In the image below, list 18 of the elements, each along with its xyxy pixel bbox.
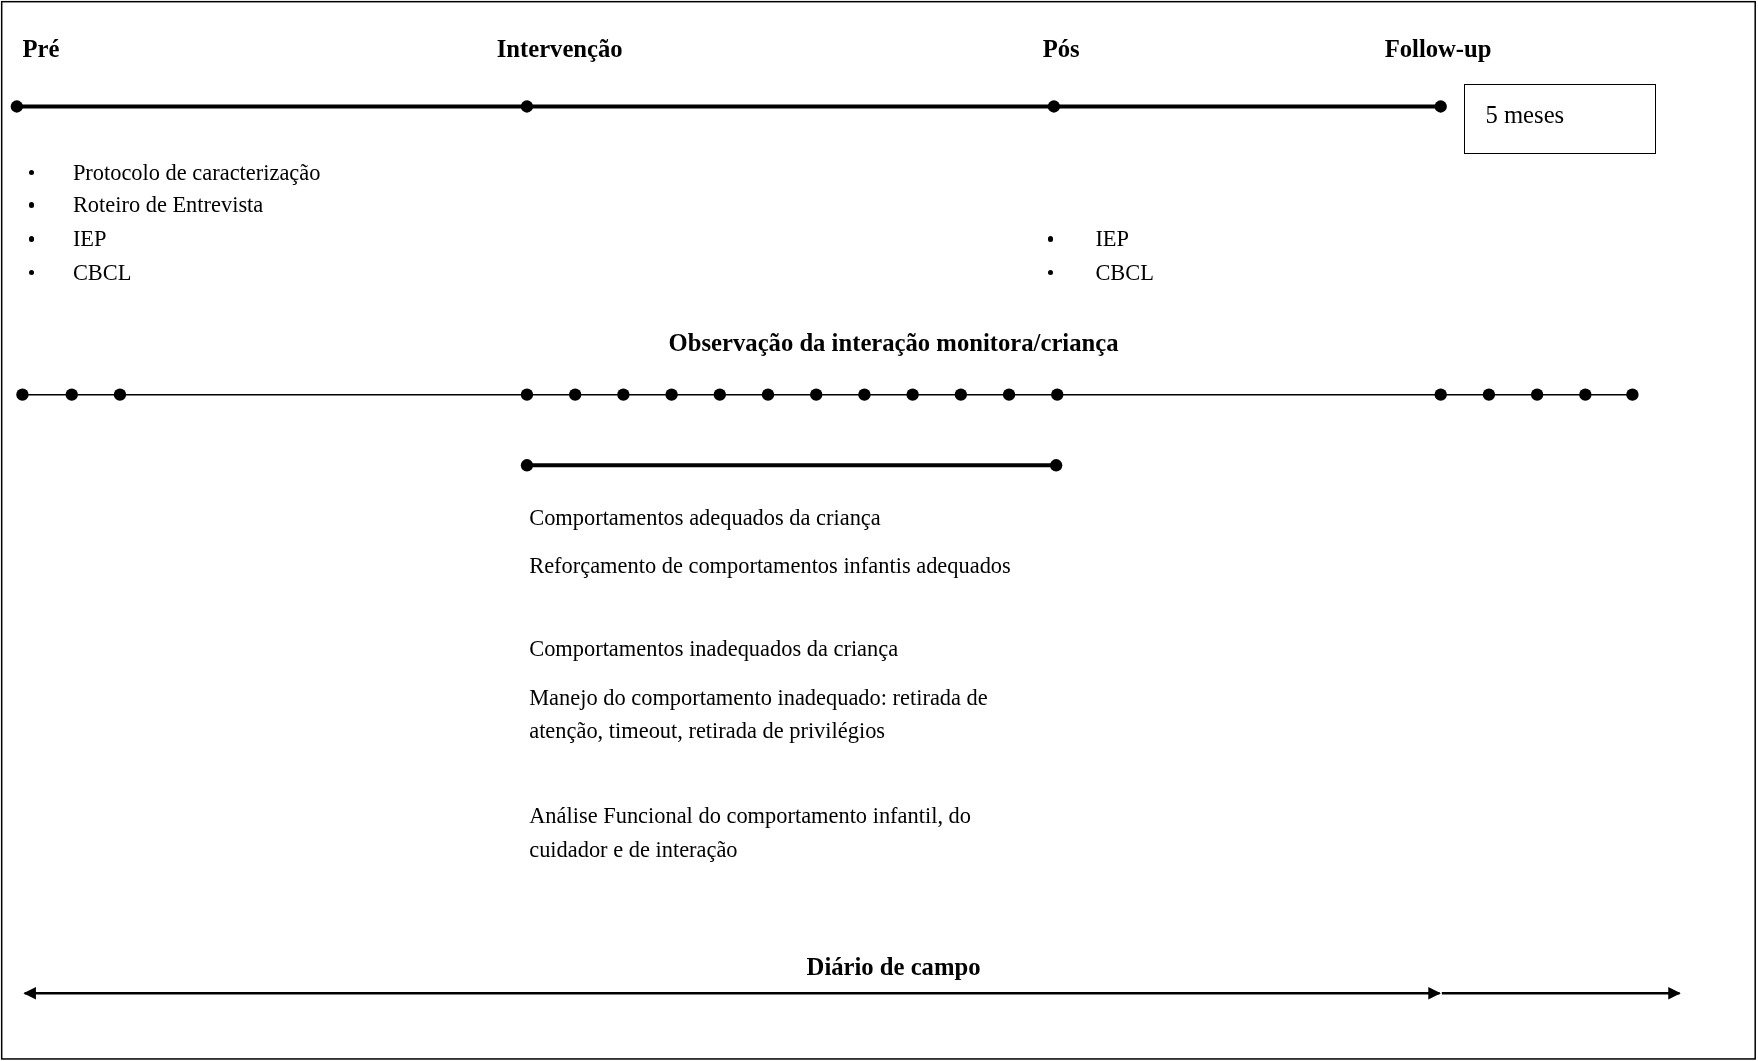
section-heading: Observação da interação monitora/criança [668,328,1119,359]
list-item: CBCL [72,258,132,287]
category-text: Comportamentos adequados da criança [529,504,882,533]
category-text: Reforçamento de comportamentos infantis adequados [529,552,1012,581]
list-item: IEP [1095,225,1129,253]
duration-box: 5 meses [1464,84,1656,154]
phase-heading: Pós [1042,33,1080,64]
section-heading: Diário de campo [806,951,981,982]
category-text: Manejo do comportamento inadequado: retirada de atenção, timeout, retirada de privilégios [529,683,989,746]
list-item: Protocolo de caracterização [72,158,321,187]
phase-heading: Intervenção [496,33,623,64]
list-item: CBCL [1095,258,1154,287]
list-item: Roteiro de Entrevista [72,191,264,220]
category-text: Análise Funcional do comportamento infantil, do cuidador e de interação [529,802,972,865]
phase-heading: Follow-up [1384,33,1492,64]
category-text: Comportamentos inadequados da criança [529,635,900,664]
phase-heading: Pré [22,33,60,64]
list-item: IEP [72,225,107,253]
